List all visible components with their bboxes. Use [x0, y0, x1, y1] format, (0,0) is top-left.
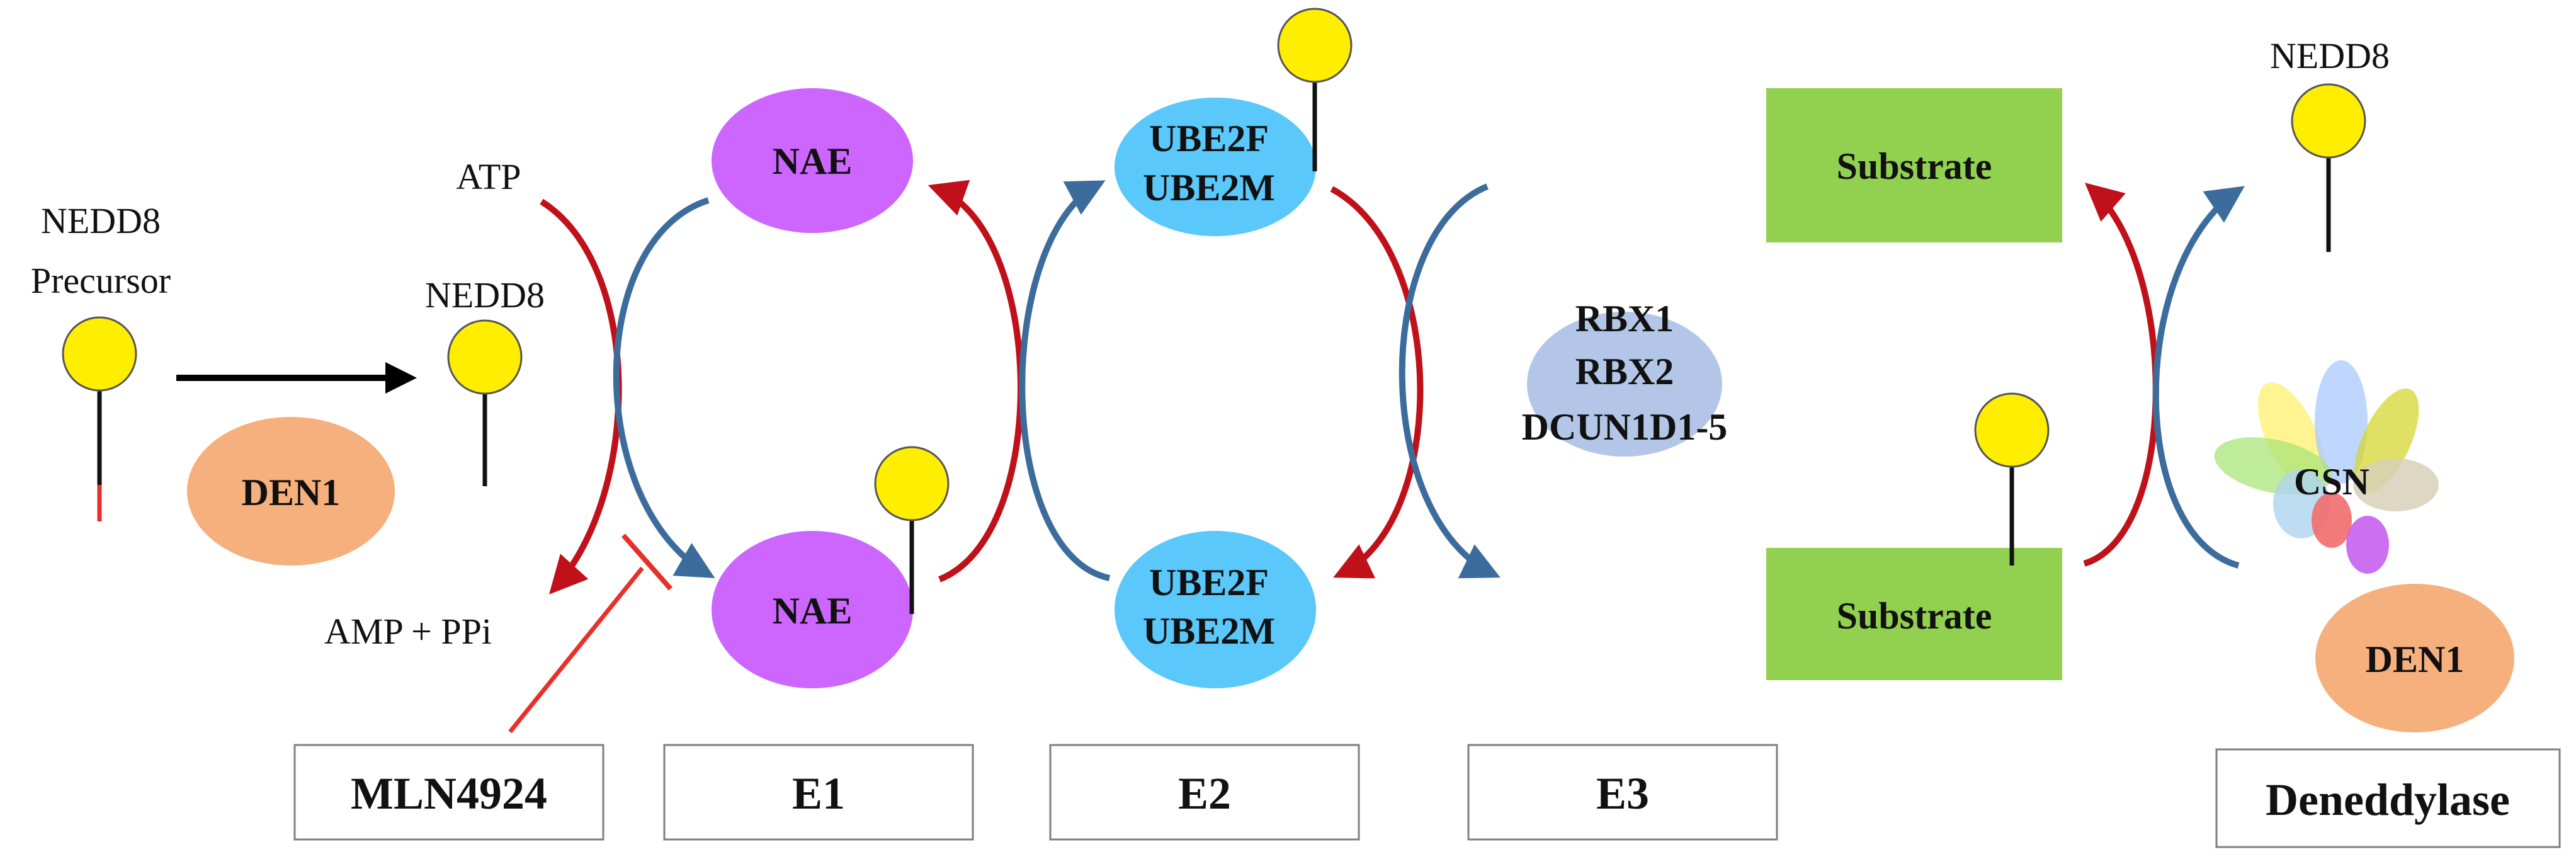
- nedd8-on-ube2-icon: [1277, 8, 1353, 171]
- e1-box: E1: [663, 744, 974, 841]
- substrate-top-node: [1766, 88, 2062, 242]
- nedd8-free-icon: [447, 319, 523, 486]
- nae-top-label: NAE: [773, 140, 853, 182]
- nedd8-free-label: NEDD8: [425, 275, 545, 316]
- e2-box: E2: [1049, 744, 1360, 841]
- e3-cycle-arrow: [1399, 183, 1501, 579]
- nae-transfer-arrow: [928, 179, 1024, 583]
- csn-label: CSN: [2294, 461, 2369, 503]
- mln4924-label: MLN4924: [351, 768, 547, 819]
- deneddylase-box: Deneddylase: [2215, 748, 2561, 848]
- den1-right-node: [2315, 584, 2514, 732]
- nae-activation-arrow: [613, 197, 715, 578]
- csn-complex-icon: [2214, 360, 2439, 574]
- atp-label: ATP: [456, 156, 521, 197]
- nedd8-release-arrow: [2152, 186, 2245, 569]
- nedd8-on-nae-icon: [874, 446, 950, 614]
- ube2-top-node: [1115, 98, 1316, 236]
- nedd8-precursor-label-line1: NEDD8: [41, 200, 161, 241]
- atp-consumption-arrow: [540, 198, 622, 594]
- nae-bottom-label: NAE: [773, 590, 853, 632]
- ube2-top-label-line1: UBE2F: [1149, 118, 1269, 159]
- deneddylation-product-arrow: [2083, 183, 2159, 567]
- rbx-label-line3: DCUN1D1-5: [1522, 406, 1728, 448]
- substrate-top-label: Substrate: [1837, 145, 1992, 187]
- e3-box: E3: [1467, 744, 1778, 841]
- nedd8-released-label: NEDD8: [2270, 35, 2390, 76]
- nedd8-precursor-icon: [62, 316, 137, 521]
- ube2-charging-arrow: [1019, 180, 1111, 581]
- e2-label: E2: [1178, 768, 1231, 819]
- substrate-bottom-label: Substrate: [1837, 595, 1992, 637]
- nedd8-on-substrate-icon: [1974, 392, 2050, 566]
- den1-right-label: DEN1: [2366, 639, 2465, 680]
- ube2-transfer-arrow: [1330, 186, 1424, 579]
- nedd8-precursor-label-line2: Precursor: [31, 260, 171, 301]
- mln4924-inhibition-icon: [508, 533, 672, 734]
- ube2-bottom-label-line1: UBE2F: [1149, 562, 1269, 603]
- den1-left-label: DEN1: [242, 472, 341, 513]
- ube2-top-label-line2: UBE2M: [1143, 167, 1275, 208]
- ube2-bottom-node: [1115, 531, 1316, 688]
- rbx-complex-node: [1527, 312, 1722, 457]
- e3-label: E3: [1596, 768, 1649, 819]
- rbx-label-line1: RBX1: [1575, 298, 1674, 339]
- ube2-bottom-label-line2: UBE2M: [1143, 610, 1275, 652]
- nae-top-node: [712, 88, 913, 233]
- amp-ppi-label: AMP + PPi: [324, 611, 492, 652]
- mln4924-box: MLN4924: [293, 744, 604, 841]
- deneddylase-label: Deneddylase: [2266, 775, 2510, 825]
- substrate-bottom-node: [1766, 548, 2062, 680]
- nae-bottom-node: [712, 531, 913, 688]
- den1-left-node: [187, 417, 395, 566]
- e1-label: E1: [792, 768, 845, 819]
- nedd8-released-icon: [2291, 83, 2366, 252]
- rbx-label-line2: RBX2: [1575, 351, 1674, 392]
